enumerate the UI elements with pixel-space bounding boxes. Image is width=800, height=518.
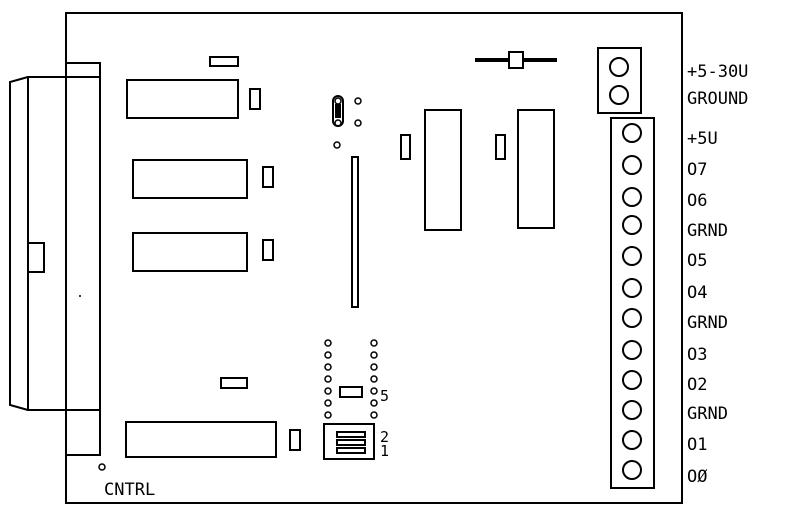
diode bbox=[475, 51, 557, 69]
screw-terminal bbox=[609, 57, 629, 77]
label-io-o0: OØ bbox=[687, 467, 707, 487]
label-io-o5: O5 bbox=[687, 251, 707, 271]
capacitor-2 bbox=[262, 166, 274, 188]
label-power-plus: +5-30U bbox=[687, 62, 748, 82]
relay-3 bbox=[132, 232, 248, 272]
ic-1 bbox=[424, 109, 462, 231]
dip-switch bbox=[323, 423, 375, 460]
resistor-network bbox=[351, 156, 359, 308]
label-io-o6: O6 bbox=[687, 191, 707, 211]
io-screws bbox=[622, 123, 642, 480]
capacitor-1 bbox=[249, 88, 261, 110]
label-dip-5: 5 bbox=[380, 387, 389, 405]
label-io-grnd: GRND bbox=[687, 313, 728, 333]
board-outline bbox=[65, 12, 683, 504]
dip-switch-lever bbox=[336, 431, 366, 438]
label-io-o1: O1 bbox=[687, 435, 707, 455]
label-io-grnd: GRND bbox=[687, 404, 728, 424]
label-control: CNTRL bbox=[104, 480, 155, 500]
relay-1 bbox=[126, 79, 239, 119]
label-dip-2: 2 bbox=[380, 428, 389, 446]
capacitor-3 bbox=[262, 239, 274, 261]
resistor-bottom bbox=[220, 377, 248, 389]
dip-switch-lever bbox=[336, 447, 366, 454]
label-io-o4: O4 bbox=[687, 283, 707, 303]
ic-2 bbox=[517, 109, 555, 229]
capacitor-5 bbox=[400, 134, 411, 160]
label-io-o2: O2 bbox=[687, 375, 707, 395]
label-io-o7: O7 bbox=[687, 160, 707, 180]
io-terminal-block bbox=[610, 117, 655, 489]
dip-pads bbox=[324, 339, 378, 419]
capacitor-4 bbox=[289, 429, 301, 451]
relay-4 bbox=[125, 421, 277, 458]
label-power-ground: GROUND bbox=[687, 89, 748, 109]
dip-switch-lever bbox=[336, 439, 366, 446]
control-pad bbox=[98, 463, 106, 471]
label-dip-1: 1 bbox=[380, 442, 389, 460]
resistor-switch bbox=[339, 386, 363, 398]
jumper-block bbox=[332, 95, 362, 149]
label-io-grnd: GRND bbox=[687, 221, 728, 241]
stray-dot bbox=[79, 295, 81, 297]
resistor-top bbox=[209, 56, 239, 67]
relay-2 bbox=[132, 159, 248, 199]
power-terminal-block bbox=[597, 47, 642, 114]
capacitor-6 bbox=[495, 134, 506, 160]
screw-terminal bbox=[609, 85, 629, 105]
label-io-plus5v: +5U bbox=[687, 129, 718, 149]
label-io-o3: O3 bbox=[687, 345, 707, 365]
edge-connector bbox=[9, 62, 101, 456]
